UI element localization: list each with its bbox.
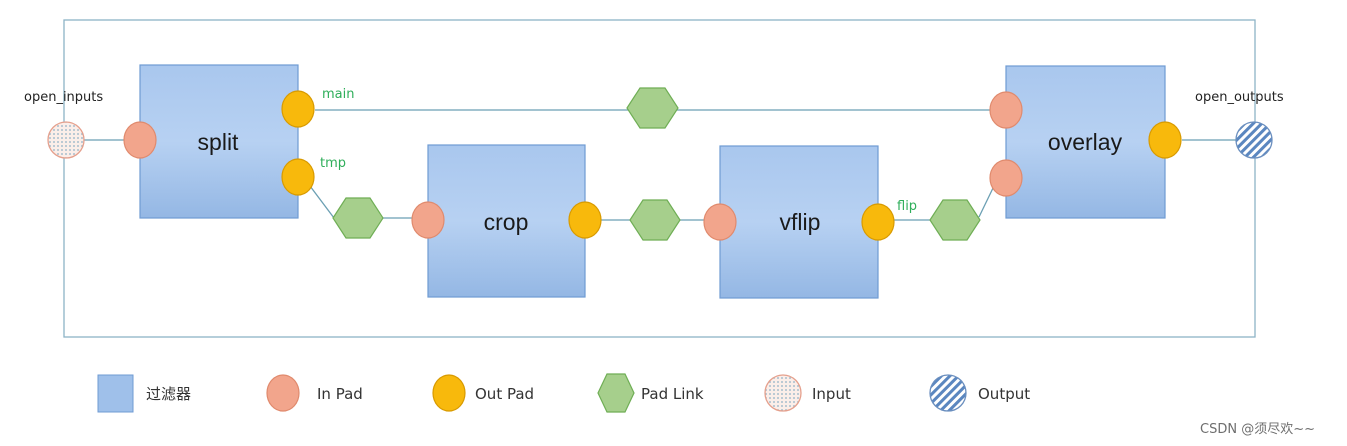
overlay-in-pad-flip xyxy=(989,159,1023,197)
input-node xyxy=(47,121,85,159)
filter-box-vflip xyxy=(719,145,879,299)
filter-label-split: split xyxy=(198,129,240,155)
legend-filter-icon xyxy=(97,374,134,413)
legend-label-input: Input xyxy=(812,385,851,403)
link-flip-b xyxy=(978,185,995,218)
graph-frame xyxy=(63,19,1256,338)
legend-label-output: Output xyxy=(978,385,1030,403)
legend-item-pad-link: Pad Link xyxy=(597,373,704,413)
pad-link-crop-vflip xyxy=(629,199,681,241)
legend-label-pad-link: Pad Link xyxy=(641,385,704,403)
filter-label-crop: crop xyxy=(484,209,529,235)
legend-out-pad-icon xyxy=(432,374,466,412)
legend-pad-link-icon xyxy=(597,373,635,413)
filter-box-crop xyxy=(427,144,586,298)
overlay-in-pad-main xyxy=(989,91,1023,129)
legend-in-pad-icon xyxy=(266,374,300,412)
overlay-out-pad xyxy=(1148,121,1182,159)
crop-in-pad xyxy=(411,201,445,239)
pad-link-tmp xyxy=(332,197,384,239)
split-in-pad xyxy=(123,121,157,159)
filter-box-split xyxy=(139,64,299,219)
input-label: open_inputs xyxy=(24,90,103,105)
watermark: CSDN @须尽欢~~ xyxy=(1200,422,1315,437)
link-label-main: main xyxy=(322,87,354,102)
filter-label-vflip: vflip xyxy=(780,209,821,235)
filter-box-overlay xyxy=(1005,65,1166,219)
legend-input-icon xyxy=(764,374,802,412)
crop-out-pad xyxy=(568,201,602,239)
legend-output-icon xyxy=(929,374,967,412)
legend-label-filter: 过滤器 xyxy=(146,385,191,403)
legend-label-out-pad: Out Pad xyxy=(475,385,534,403)
legend: 过滤器 In Pad Out Pad Pad Link Input Output xyxy=(97,373,1030,413)
pad-link-main xyxy=(626,87,679,129)
legend-item-filter: 过滤器 xyxy=(97,374,191,413)
output-node xyxy=(1235,121,1273,159)
legend-item-output: Output xyxy=(929,374,1030,412)
link-label-flip: flip xyxy=(897,199,917,214)
output-label: open_outputs xyxy=(1195,90,1284,105)
split-out-pad-main xyxy=(281,90,315,128)
pad-link-flip xyxy=(929,199,981,241)
link-tmp-a xyxy=(309,185,335,219)
vflip-in-pad xyxy=(703,203,737,241)
link-label-tmp: tmp xyxy=(320,156,346,171)
split-out-pad-tmp xyxy=(281,158,315,196)
legend-item-in-pad: In Pad xyxy=(266,374,363,412)
legend-item-out-pad: Out Pad xyxy=(432,374,534,412)
legend-item-input: Input xyxy=(764,374,851,412)
legend-label-in-pad: In Pad xyxy=(317,385,363,403)
filter-label-overlay: overlay xyxy=(1048,129,1123,155)
vflip-out-pad xyxy=(861,203,895,241)
